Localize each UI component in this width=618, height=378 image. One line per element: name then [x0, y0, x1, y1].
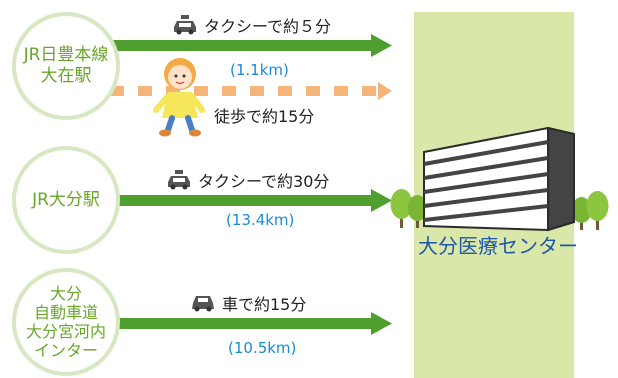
- route-1-taxi-arrow: [106, 34, 392, 57]
- route-1-taxi-text: タクシーで約５分: [204, 17, 332, 36]
- route-3-car-text: 車で約15分: [222, 295, 307, 314]
- origin-label: 大分 自動車道 大分宮河内 インター: [25, 284, 106, 360]
- route-2-distance: (13.4km): [226, 211, 295, 229]
- taxi-icon: [174, 15, 196, 35]
- destination-name: 大分医療センター: [418, 234, 578, 258]
- origin-oita-station: JR大分駅: [12, 146, 120, 254]
- walking-child-icon: [153, 58, 205, 137]
- car-icon: [192, 296, 214, 312]
- route-1-walk-label: 徒歩で約15分: [214, 107, 315, 126]
- origin-label: JR大分駅: [32, 189, 100, 210]
- route-1-taxi-label: タクシーで約５分: [172, 13, 331, 37]
- route-1-walk-arrow: [110, 82, 392, 100]
- route-2-taxi-label: タクシーで約30分: [166, 168, 329, 192]
- route-2-taxi-text: タクシーで約30分: [198, 172, 330, 191]
- hospital-building-icon: [423, 126, 575, 232]
- route-3-distance: (10.5km): [228, 339, 297, 357]
- trees-right-icon: [571, 191, 609, 230]
- route-3-car-label: 車で約15分: [190, 291, 306, 315]
- route-1-distance: (1.1km): [230, 61, 289, 79]
- route-3-car-arrow: [106, 312, 392, 335]
- trees-left-icon: [390, 189, 428, 228]
- route-2-taxi-arrow: [106, 189, 392, 212]
- taxi-icon: [168, 170, 190, 190]
- origin-label: JR日豊本線 大在駅: [23, 45, 109, 86]
- origin-oita-miyagawauchi-ic: 大分 自動車道 大分宮河内 インター: [12, 268, 120, 376]
- origin-oozai-station: JR日豊本線 大在駅: [12, 12, 120, 120]
